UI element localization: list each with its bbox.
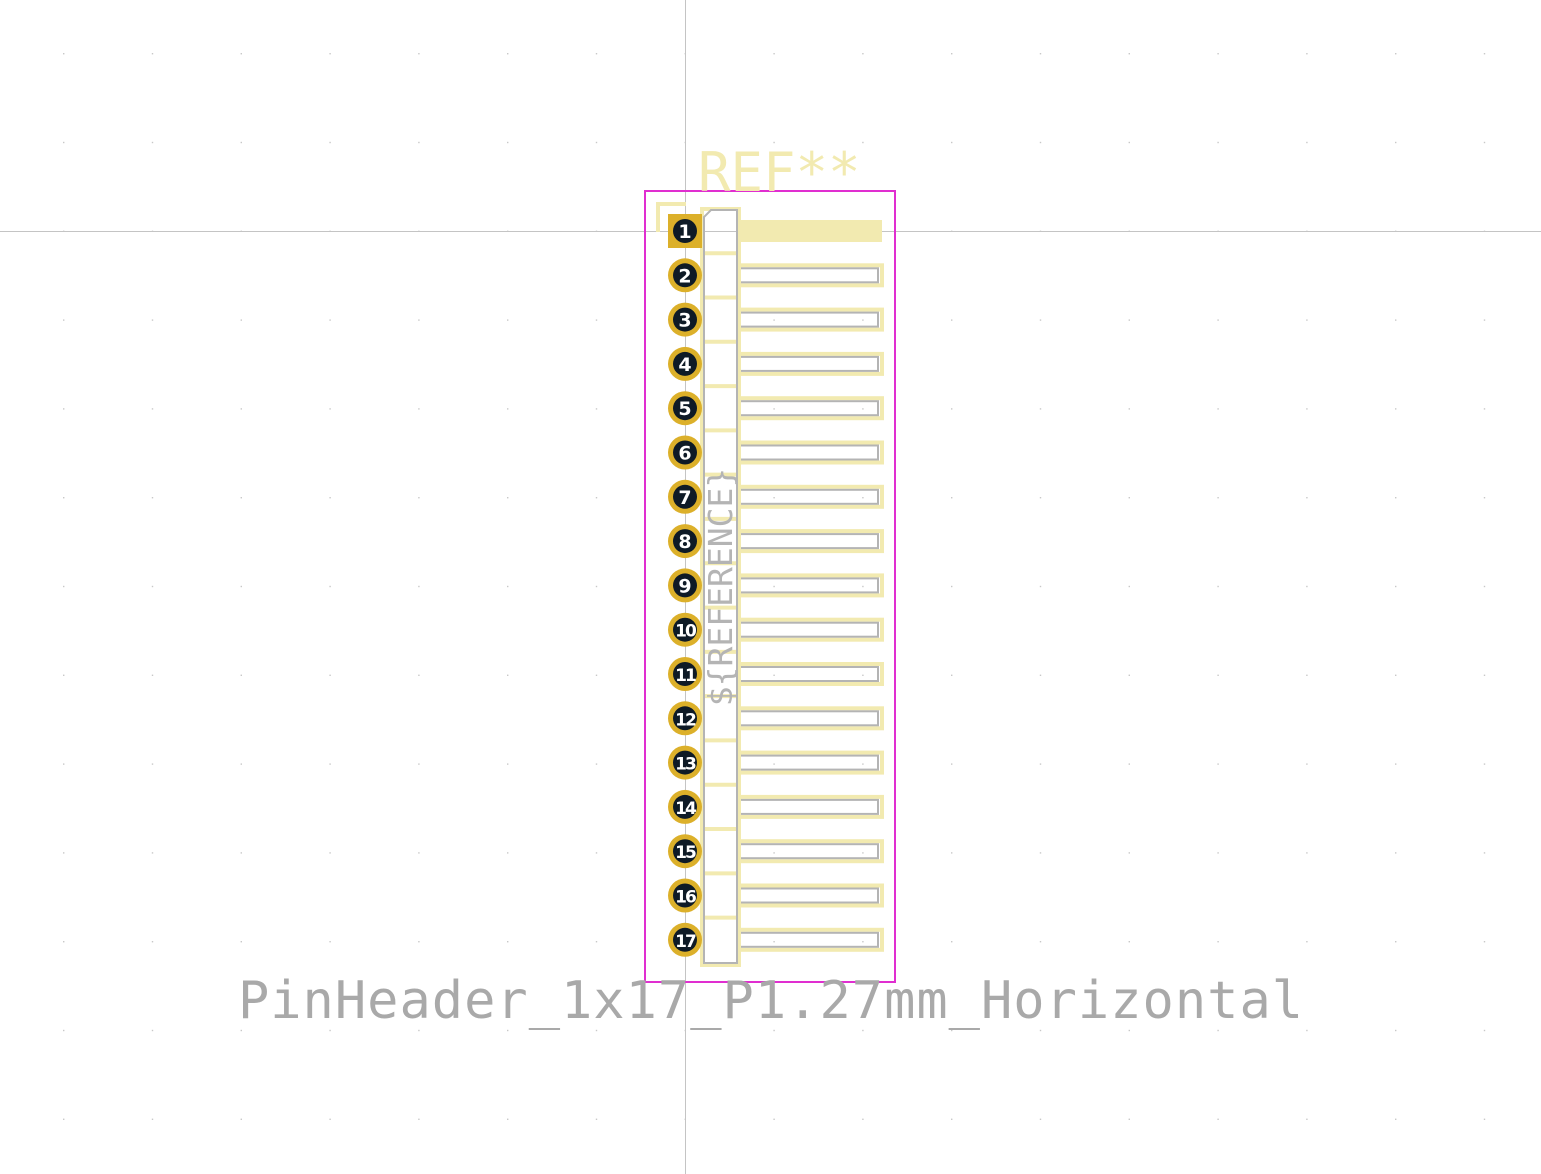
pin-fab-lead [738, 533, 879, 550]
pad-number: 6 [678, 443, 691, 465]
pad-hole [673, 529, 697, 554]
pad-number: 10 [675, 622, 697, 642]
pad-12[interactable]: 12 [668, 701, 702, 736]
pad-9[interactable]: 9 [668, 568, 702, 603]
pad-7[interactable]: 7 [668, 479, 702, 514]
pin-3 [704, 295, 884, 332]
pin-fab-lead [738, 887, 879, 904]
pin-2 [704, 251, 884, 288]
pad-hole [673, 396, 697, 421]
pad-hole [673, 440, 697, 465]
pin-fab-lead [738, 577, 879, 594]
pad-hole [673, 839, 697, 864]
pin-6 [704, 428, 884, 465]
pad-hole [673, 351, 697, 376]
pad-16[interactable]: 16 [668, 878, 702, 913]
pin-fab-lead [738, 798, 879, 815]
pin-fab-lead [738, 754, 879, 771]
pad-number: 11 [675, 666, 696, 686]
pad-14[interactable]: 14 [668, 789, 702, 824]
pad-hole [673, 927, 697, 952]
pad-17[interactable]: 17 [668, 922, 702, 957]
pad-number: 2 [678, 265, 691, 287]
pad-number: 4 [678, 354, 691, 376]
pin-5 [704, 384, 884, 421]
fab-body-outline [703, 209, 738, 964]
pad-13[interactable]: 13 [668, 745, 702, 780]
pad-11[interactable]: 11 [668, 657, 702, 691]
pin-1-silk-lead [739, 220, 882, 242]
pin-fab-lead [738, 666, 879, 682]
pad-4[interactable]: 4 [668, 346, 702, 381]
pad-hole [673, 573, 697, 598]
pad-hole [673, 484, 697, 509]
pad-number: 14 [675, 799, 697, 819]
courtyard-outline [644, 190, 896, 983]
pin-fab-lead [738, 267, 879, 284]
pad-number: 12 [675, 710, 696, 730]
pad-8[interactable]: 8 [668, 524, 702, 559]
grid-dots [63, 53, 1486, 1120]
pad-number: 13 [675, 755, 696, 775]
pin-fab-lead [738, 311, 879, 328]
pin-16 [704, 871, 884, 908]
pin-14 [704, 782, 884, 819]
pad-hole [673, 662, 697, 686]
pad-number: 5 [678, 398, 691, 420]
reference-field-text[interactable]: ${REFERENCE} [701, 468, 740, 706]
pad-6[interactable]: 6 [668, 435, 702, 470]
pin-fab-lead [738, 488, 879, 505]
pin-17 [704, 915, 884, 952]
pad-hole [673, 750, 697, 775]
pad-2[interactable]: 2 [668, 258, 702, 293]
pad-hole [673, 794, 697, 819]
pad-5[interactable]: 5 [668, 391, 702, 426]
pad-number: 9 [678, 575, 691, 597]
pin-fab-lead [738, 710, 879, 727]
pin-13 [704, 738, 884, 775]
pin-15 [704, 827, 884, 864]
pin-fab-lead [738, 621, 879, 638]
pad-hole [673, 883, 697, 908]
pin-fab-lead [738, 355, 879, 372]
pad-hole [673, 307, 697, 332]
pad-number: 17 [675, 932, 696, 952]
pad-number: 1 [678, 221, 691, 243]
pin-4 [704, 339, 884, 376]
pad-hole [673, 706, 697, 731]
pad-hole [673, 219, 697, 243]
footprint-value-text[interactable]: PinHeader_1x17_P1.27mm_Horizontal [238, 971, 1304, 1031]
pad-10[interactable]: 10 [668, 612, 702, 647]
pad-number: 7 [678, 487, 691, 509]
pad-hole [673, 617, 697, 642]
pad-hole [673, 263, 697, 288]
pin-fab-lead [738, 931, 879, 948]
pin-fab-lead [738, 444, 879, 461]
pad-number: 8 [678, 531, 691, 553]
reference-designator[interactable]: REF** [698, 141, 861, 204]
pad-number: 16 [675, 888, 696, 908]
pad-number: 3 [678, 310, 691, 332]
pad-number: 15 [675, 843, 696, 863]
pin-fab-lead [738, 400, 879, 417]
pin-fab-lead [738, 843, 879, 860]
pad-1[interactable]: 1 [668, 214, 702, 248]
pad-15[interactable]: 15 [668, 834, 702, 869]
pin-1 [739, 220, 882, 242]
pad-3[interactable]: 3 [668, 302, 702, 337]
